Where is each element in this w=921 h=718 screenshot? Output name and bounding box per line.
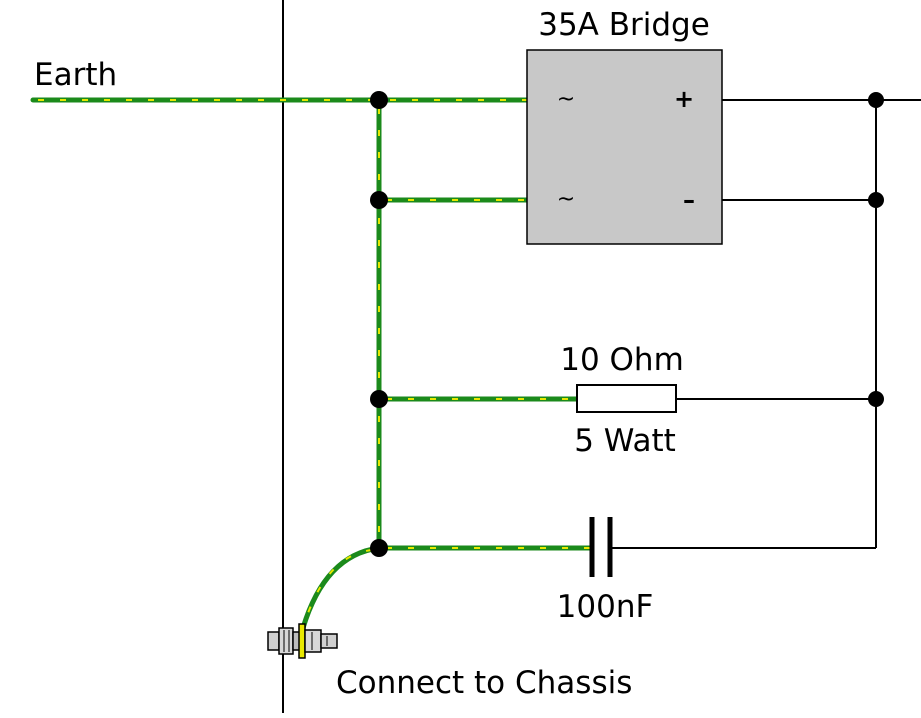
junction-resistor bbox=[370, 390, 388, 408]
label-resistor-value: 10 Ohm bbox=[560, 342, 684, 378]
junction-dots bbox=[370, 91, 884, 557]
label-capacitor: 100nF bbox=[557, 589, 654, 625]
label-resistor-power: 5 Watt bbox=[574, 423, 676, 459]
earth-wiring bbox=[30, 97, 593, 631]
earth-dash-chassis-curve bbox=[302, 549, 373, 629]
resistor-body bbox=[576, 384, 677, 413]
junction-right-positive bbox=[868, 92, 884, 108]
label-chassis: Connect to Chassis bbox=[336, 665, 632, 701]
junction-capacitor bbox=[370, 539, 388, 557]
capacitor-symbol bbox=[589, 517, 613, 577]
junction-right-negative bbox=[868, 192, 884, 208]
dc-wiring bbox=[612, 99, 921, 549]
bridge-pin-ac-bottom: ~ bbox=[557, 187, 575, 212]
label-bridge: 35A Bridge bbox=[538, 7, 710, 43]
label-earth: Earth bbox=[34, 57, 117, 93]
bridge-pin-negative: – bbox=[683, 186, 695, 214]
junction-earth-top bbox=[370, 91, 388, 109]
bridge-body bbox=[526, 49, 723, 245]
bridge-pin-positive: + bbox=[674, 85, 694, 113]
chassis-bolt-icon bbox=[267, 623, 338, 659]
bridge-rectifier: ~ ~ + – bbox=[526, 49, 723, 245]
bridge-pin-ac-top: ~ bbox=[557, 87, 575, 112]
junction-bridge-ac2 bbox=[370, 191, 388, 209]
earth-wire-chassis-curve bbox=[300, 545, 382, 631]
junction-right-resistor bbox=[868, 391, 884, 407]
